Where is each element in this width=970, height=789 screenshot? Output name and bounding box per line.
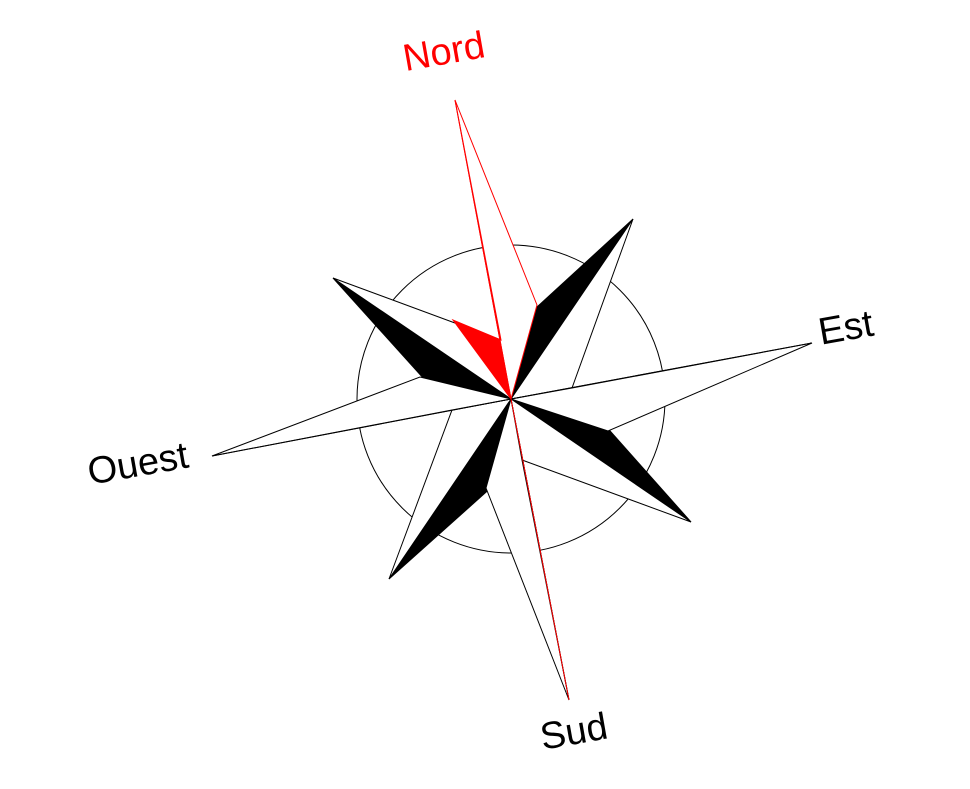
label-north: Nord: [400, 24, 488, 80]
label-east: Est: [815, 303, 877, 354]
label-west: Ouest: [84, 435, 192, 494]
label-south: Sud: [537, 706, 611, 759]
